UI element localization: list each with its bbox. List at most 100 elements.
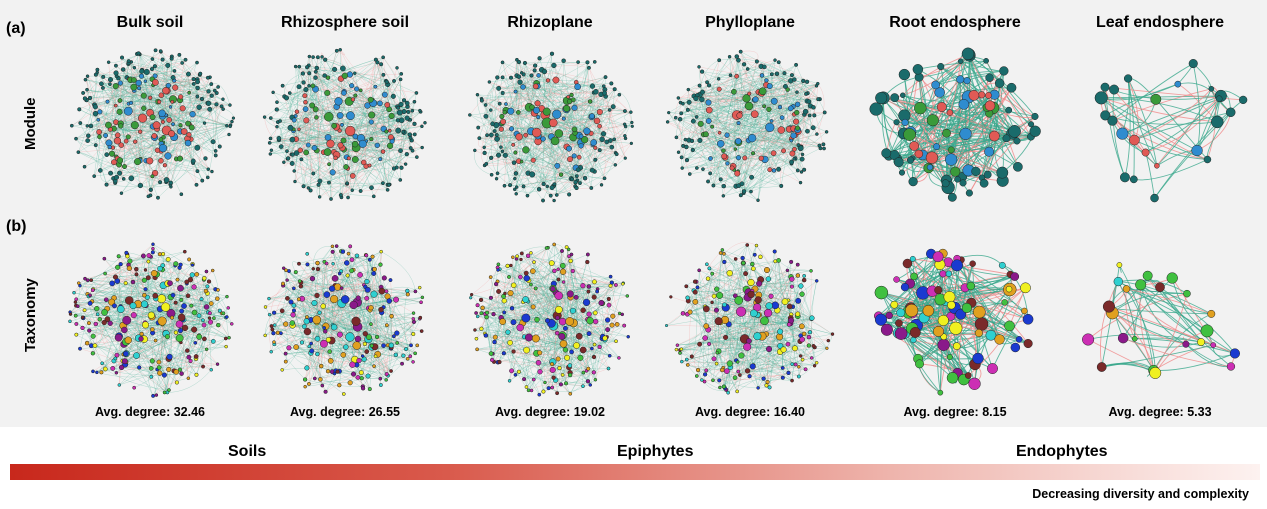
network-node bbox=[1109, 84, 1120, 95]
network-node bbox=[609, 144, 615, 150]
network-edge bbox=[341, 137, 392, 198]
network-node bbox=[961, 47, 975, 61]
network-node bbox=[571, 104, 578, 111]
degree-root-endosphere: Avg. degree: 8.15 bbox=[903, 405, 1007, 419]
network-node bbox=[569, 92, 574, 98]
network-node bbox=[511, 160, 517, 165]
network-node bbox=[706, 83, 712, 88]
network-node bbox=[989, 130, 1000, 142]
network-node bbox=[97, 317, 102, 322]
network-node bbox=[324, 261, 329, 266]
network-node bbox=[733, 147, 738, 151]
network-edge bbox=[120, 54, 141, 124]
network-node bbox=[158, 49, 163, 53]
network-node bbox=[724, 132, 730, 138]
network-node bbox=[335, 369, 340, 374]
degree-phylloplane: Avg. degree: 16.40 bbox=[694, 405, 805, 419]
network-edge bbox=[343, 149, 388, 191]
network-node bbox=[118, 123, 124, 129]
network-node bbox=[203, 304, 210, 310]
network-edge bbox=[336, 49, 345, 56]
network-node bbox=[302, 377, 308, 382]
network-node bbox=[297, 261, 301, 266]
network-node bbox=[706, 179, 710, 184]
network-node bbox=[317, 195, 322, 199]
network-node bbox=[193, 354, 199, 359]
network-node bbox=[296, 84, 302, 90]
network-edge bbox=[110, 79, 213, 172]
network-node bbox=[195, 169, 200, 174]
network-node bbox=[289, 136, 296, 143]
network-node bbox=[536, 73, 541, 78]
network-node bbox=[1031, 112, 1039, 120]
network-edge bbox=[311, 105, 353, 191]
network-edge bbox=[318, 182, 383, 186]
network-edge bbox=[113, 126, 231, 163]
network-edge bbox=[371, 100, 405, 116]
network-node bbox=[294, 109, 300, 114]
network-node bbox=[360, 386, 366, 391]
network-edge bbox=[167, 106, 222, 157]
network-node bbox=[156, 365, 162, 370]
network-node bbox=[1225, 107, 1236, 118]
network-node bbox=[1208, 85, 1215, 92]
network-edge bbox=[97, 72, 129, 104]
network-node bbox=[759, 73, 765, 78]
network-node bbox=[705, 99, 712, 106]
network-edge bbox=[354, 73, 390, 186]
network-node bbox=[196, 104, 202, 111]
network-node bbox=[124, 250, 129, 255]
network-node bbox=[305, 142, 311, 148]
network-edge bbox=[110, 115, 167, 174]
network-node bbox=[404, 151, 409, 157]
network-node bbox=[158, 157, 164, 164]
network-edge bbox=[278, 139, 348, 184]
network-edge bbox=[110, 79, 138, 162]
network-edge bbox=[71, 72, 98, 126]
network-node bbox=[199, 96, 205, 102]
network-edge bbox=[289, 95, 305, 118]
network-edge bbox=[116, 70, 175, 77]
network-edge bbox=[75, 138, 111, 174]
network-node bbox=[168, 180, 173, 186]
network-edge bbox=[120, 62, 198, 124]
network-node bbox=[157, 370, 163, 376]
network-node bbox=[540, 136, 546, 142]
title-rhizoplane: Rhizoplane bbox=[507, 14, 593, 31]
network-node bbox=[170, 315, 175, 320]
network-edge bbox=[309, 56, 351, 132]
network-node bbox=[566, 145, 572, 152]
network-node bbox=[571, 153, 577, 159]
network-node bbox=[374, 334, 380, 340]
network-node bbox=[317, 310, 322, 315]
network-node bbox=[489, 155, 494, 161]
network-node bbox=[717, 130, 722, 135]
network-node bbox=[194, 272, 200, 277]
network-edge bbox=[71, 123, 181, 126]
network-node bbox=[403, 162, 408, 166]
network-node bbox=[364, 253, 369, 258]
network-node bbox=[536, 187, 542, 192]
network-node bbox=[147, 311, 155, 319]
network-edge bbox=[118, 75, 175, 81]
network-node bbox=[752, 96, 759, 103]
network-edge bbox=[103, 76, 212, 88]
network-node bbox=[385, 188, 390, 192]
network-node bbox=[384, 323, 389, 328]
network-node bbox=[795, 90, 799, 94]
network-node bbox=[175, 277, 180, 282]
network-node bbox=[117, 80, 123, 86]
network-edge bbox=[315, 71, 367, 142]
network-node bbox=[102, 256, 107, 261]
network-edge bbox=[287, 49, 341, 159]
network-node bbox=[314, 115, 319, 120]
network-node bbox=[575, 167, 581, 173]
network-node bbox=[177, 328, 184, 334]
network-node bbox=[166, 366, 172, 373]
network-edge bbox=[269, 142, 353, 191]
network-node bbox=[1188, 59, 1198, 69]
network-node bbox=[574, 83, 581, 91]
network-node bbox=[373, 354, 378, 359]
network-edge bbox=[352, 104, 388, 176]
network-node bbox=[307, 84, 311, 88]
